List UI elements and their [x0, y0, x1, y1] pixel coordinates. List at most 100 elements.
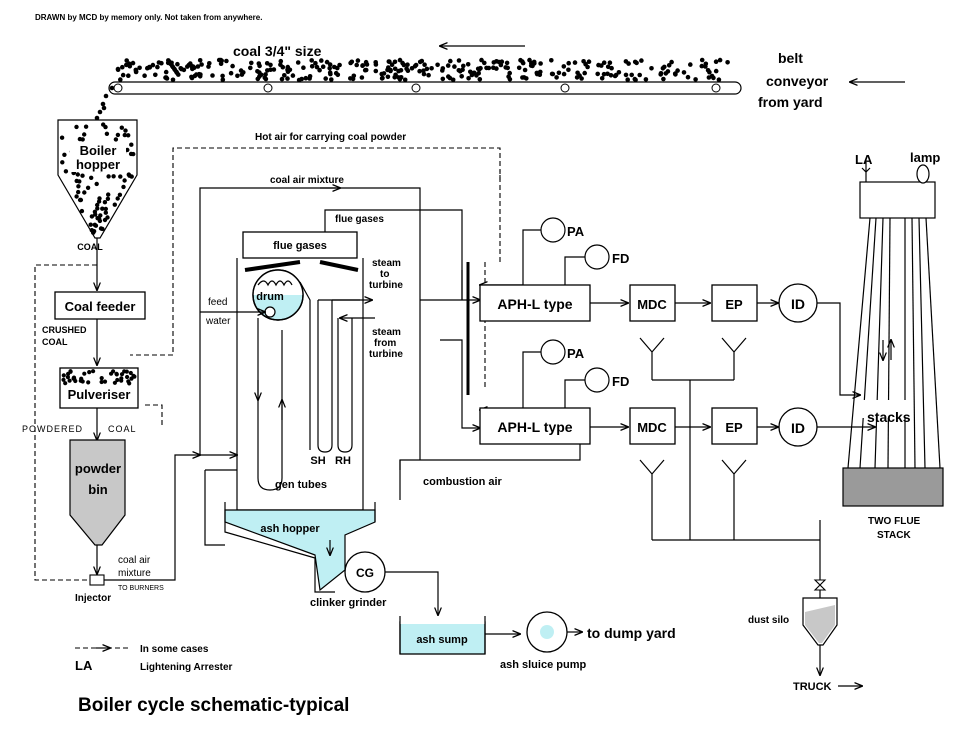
aph-upper	[479, 284, 591, 322]
coal-lump	[329, 77, 334, 82]
steam-from-turbine-2: from	[374, 338, 396, 349]
coal-lump	[155, 64, 160, 70]
coal-lump	[505, 65, 511, 71]
coal-lump	[401, 62, 407, 68]
coal-lump	[224, 58, 229, 64]
coal-lump	[363, 67, 369, 73]
hopper-coal	[74, 194, 79, 199]
conveyor-roller	[263, 83, 273, 93]
combustion-air-label: combustion air	[423, 476, 503, 488]
to-dump-yard-label: to dump yard	[587, 625, 676, 641]
hopper-coal	[106, 192, 111, 197]
coal-lump	[126, 61, 132, 66]
coal-lump	[348, 60, 353, 66]
coal-lump	[713, 59, 719, 64]
coal-lump	[498, 62, 504, 68]
id-upper-label: ID	[791, 296, 805, 312]
coal-lump	[228, 70, 234, 76]
hopper-coal	[94, 181, 99, 187]
hopper-coal	[113, 137, 119, 142]
pulveriser-coal	[80, 379, 85, 384]
coal-lump	[421, 71, 427, 77]
coal-lump	[296, 77, 302, 83]
stack-base	[842, 467, 944, 507]
hopper-coal	[74, 178, 79, 184]
coal-lump	[456, 58, 462, 63]
coal-lump	[440, 76, 446, 82]
pulveriser-coal	[65, 375, 70, 380]
coal-lump	[263, 72, 268, 77]
coal-lump	[649, 66, 654, 71]
feed-water-line2: water	[205, 316, 231, 327]
coal-lump	[170, 77, 176, 83]
coal-lump	[402, 77, 408, 83]
coal-lump	[688, 62, 693, 67]
hopper-coal	[122, 132, 128, 138]
coal-lump	[189, 74, 194, 80]
hopper-coal	[82, 132, 87, 137]
coal-lump	[549, 71, 555, 77]
coal-lump	[417, 59, 423, 65]
mdc-lower	[629, 407, 676, 445]
ep-lower	[711, 407, 758, 445]
coal-lump	[661, 76, 666, 82]
coal-lump	[459, 74, 465, 79]
coal-powdered-label: COAL	[108, 424, 137, 434]
coal-lump	[445, 63, 451, 68]
coal-lump	[279, 76, 285, 82]
hopper-coal	[60, 160, 65, 165]
coal-label: COAL	[77, 242, 103, 252]
coal-lump	[699, 63, 705, 69]
coal-lump	[711, 75, 716, 81]
coal-lump	[118, 77, 123, 82]
coal-lump	[518, 57, 523, 63]
truck-label: TRUCK	[793, 681, 832, 693]
hot-air-label: Hot air for carrying coal powder	[255, 132, 406, 143]
coal-lump	[522, 67, 528, 73]
belt-conveyor	[108, 57, 742, 95]
coal-lump	[249, 60, 254, 66]
coal-lump	[456, 68, 462, 73]
ep-upper-label: EP	[725, 297, 743, 312]
coal-lump	[717, 57, 723, 63]
pulveriser-label: Pulveriser	[68, 387, 131, 402]
coal-lump	[612, 73, 618, 79]
coal-lump	[666, 63, 672, 68]
flue-gases-upper-label: flue gases	[335, 214, 384, 225]
steam-from-turbine-3: turbine	[369, 349, 403, 360]
coal-lump	[566, 67, 571, 73]
pulveriser-coal	[67, 378, 72, 383]
coal-lump	[163, 69, 169, 75]
coal-lump	[360, 63, 366, 68]
header-note: DRAWN by MCD by memory only. Not taken f…	[35, 13, 262, 22]
falling-coal	[109, 85, 115, 91]
aph-upper-label: APH-L type	[497, 296, 572, 312]
pulveriser-coal	[109, 371, 114, 376]
fd-fan-upper	[584, 244, 610, 270]
two-flue-stack: LA lamp stacks TWO FLUE STACK	[842, 150, 944, 541]
ash-sluice-pump-label: ash sluice pump	[500, 659, 586, 671]
hopper-coal	[105, 215, 110, 220]
coal-lump	[364, 62, 370, 67]
aph-lower-label: APH-L type	[497, 419, 572, 435]
ep-lower-label: EP	[725, 420, 743, 435]
coal-lump	[314, 64, 320, 70]
pulveriser-coal	[114, 371, 119, 376]
coal-lump	[520, 60, 526, 66]
coal-lump	[450, 77, 456, 83]
coal-lump	[285, 76, 290, 81]
pulveriser-coal	[61, 377, 66, 382]
injector-label: Injector	[75, 593, 111, 604]
coal-lump	[599, 63, 604, 68]
coal-lump	[554, 75, 559, 80]
to-burners-label: TO BURNERS	[118, 585, 164, 592]
coal-lump	[290, 73, 296, 78]
coal-lump	[278, 58, 284, 64]
hopper-coal	[123, 128, 128, 133]
coal-lump	[327, 66, 333, 71]
coal-lump	[530, 63, 535, 69]
coal-lump	[574, 75, 580, 80]
hopper-coal	[63, 169, 69, 174]
coal-lump	[328, 71, 333, 77]
